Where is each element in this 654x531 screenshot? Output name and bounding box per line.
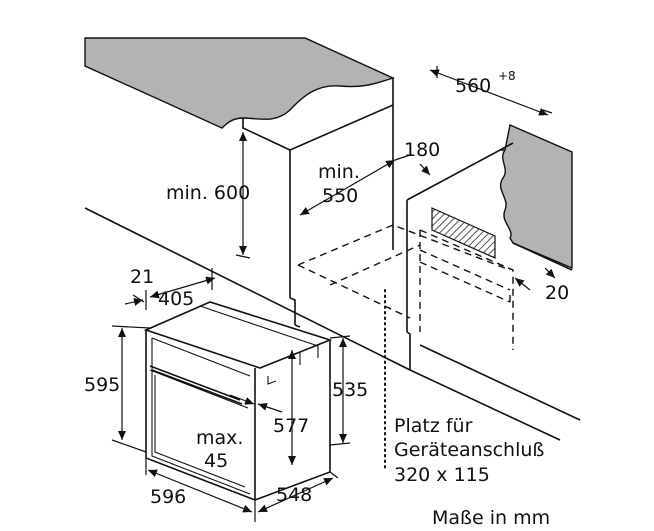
dim-side-gap: 20 (545, 282, 569, 304)
dim-max-value: 45 (204, 450, 228, 472)
left-cabinet (242, 118, 291, 298)
dim-oven-width: 596 (150, 486, 186, 508)
dim-front-panel: 405 (158, 288, 194, 310)
dim-max-label: max. (196, 427, 243, 449)
dim-oven-side-height: 535 (332, 379, 368, 401)
dim-niche-depth-min: min. (318, 161, 360, 183)
countertop-right (499, 124, 573, 270)
dim-back-gap: 180 (404, 139, 440, 161)
units-note: Maße in mm (432, 507, 550, 529)
dim-oven-inner-height: 577 (273, 415, 309, 437)
note-connection-line2: Geräteanschluß (394, 439, 544, 461)
dim-oven-depth: 548 (276, 484, 312, 506)
note-connection-line3: 320 x 115 (394, 464, 490, 486)
dim-cabinet-depth: 560 (455, 75, 491, 97)
oven (143, 301, 333, 501)
connection-cutout (431, 207, 496, 259)
dim-cabinet-depth-tol: +8 (498, 69, 516, 83)
note-connection-line1: Platz für (394, 415, 473, 437)
floor-line (84, 207, 411, 371)
dim-niche-height: min. 600 (166, 182, 250, 204)
countertop-left (84, 37, 395, 129)
dim-niche-depth-value: 550 (322, 185, 358, 207)
dim-oven-height: 595 (84, 374, 120, 396)
dim-front-left: 21 (130, 266, 154, 288)
